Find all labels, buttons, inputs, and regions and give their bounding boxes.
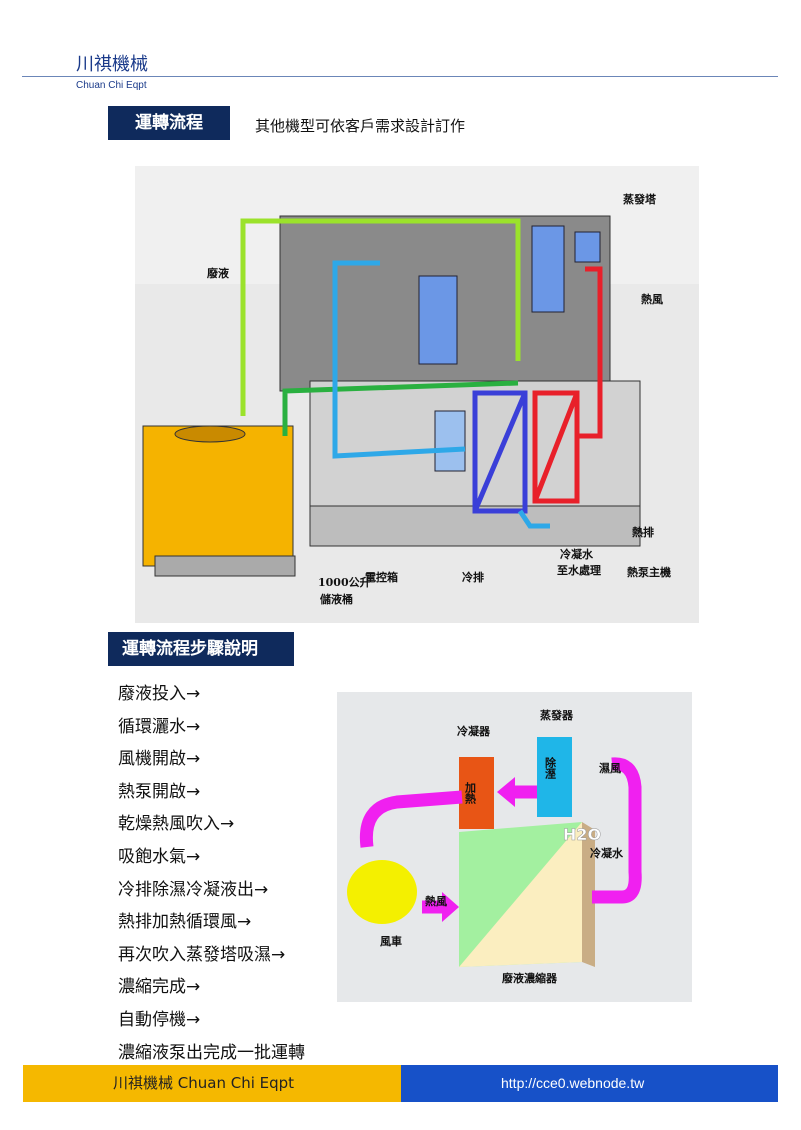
label-condenser: 冷凝器 (457, 724, 491, 738)
section-title-steps: 運轉流程步驟說明 (108, 632, 294, 666)
label-heat: 加熱 (464, 781, 478, 805)
step-item: 自動停機→ (118, 1009, 201, 1030)
step-item: 濃縮完成→ (118, 977, 201, 998)
header-divider (22, 76, 778, 77)
brand-name-en: Chuan Chi Eqpt (76, 80, 147, 91)
steps-list: 廢液投入→ 循環灑水→ 風機開啟→ 熱泵開啟→ 乾燥熱風吹入→ 吸飽水氣→ 冷排… (118, 678, 305, 1069)
label-control-box: 電控箱 (365, 570, 398, 584)
label-fan: 風車 (380, 934, 402, 948)
step-item: 濃縮液泵出完成一批運轉 (118, 1042, 305, 1063)
label-tank-capacity: 1000公升 (318, 575, 371, 589)
label-tank: 儲液桶 (319, 592, 353, 606)
brand-name: 川祺機械 (76, 54, 148, 75)
label-cold-coil: 冷排 (462, 570, 484, 584)
label-cond-water: 冷凝水 (590, 846, 624, 860)
step-item: 循環灑水→ (118, 716, 201, 737)
step-item: 廢液投入→ (118, 684, 201, 704)
step-item: 再次吹入蒸發塔吸濕→ (118, 944, 286, 965)
process-flow-illustration: 蒸發塔 廢液 熱風 熱排 冷凝水 至水處理 熱泵主機 冷排 電控箱 1000公升… (135, 166, 699, 623)
label-hot-air: 熱風 (641, 292, 663, 306)
step-item: 熱泵開啟→ (118, 781, 201, 802)
step-item: 乾燥熱風吹入→ (118, 814, 235, 835)
step-item: 風機開啟→ (118, 749, 201, 770)
label-to-treatment: 至水處理 (557, 563, 601, 577)
label-hot-coil: 熱排 (632, 525, 654, 539)
step-item: 熱排加熱循環風→ (118, 912, 252, 933)
section-subtitle: 其他機型可依客戶需求設計訂作 (255, 117, 466, 135)
concentrator-diagram: 蒸發器 冷凝器 加熱 除溼 濕風 H2O 冷凝水 熱風 風車 廢液濃縮器 (337, 692, 692, 1002)
section-title-process: 運轉流程 (108, 106, 230, 140)
label-heat-pump: 熱泵主機 (627, 565, 671, 579)
label-hot-air: 熱風 (425, 894, 447, 908)
label-wet-air: 濕風 (599, 761, 621, 775)
label-evaporator: 蒸發器 (540, 708, 574, 722)
label-evap-tower: 蒸發塔 (623, 192, 657, 206)
label-h2o: H2O (563, 825, 601, 844)
step-item: 吸飽水氣→ (118, 846, 201, 867)
label-waste: 廢液 (207, 266, 230, 280)
footer-url-link[interactable]: http://cce0.webnode.tw (401, 1065, 778, 1102)
label-concentrator: 廢液濃縮器 (502, 971, 558, 985)
label-dehumid: 除溼 (544, 756, 557, 780)
label-cond-water: 冷凝水 (560, 547, 594, 561)
footer-brand: 川祺機械 Chuan Chi Eqpt (23, 1065, 401, 1102)
step-item: 冷排除濕冷凝液出→ (118, 879, 269, 900)
